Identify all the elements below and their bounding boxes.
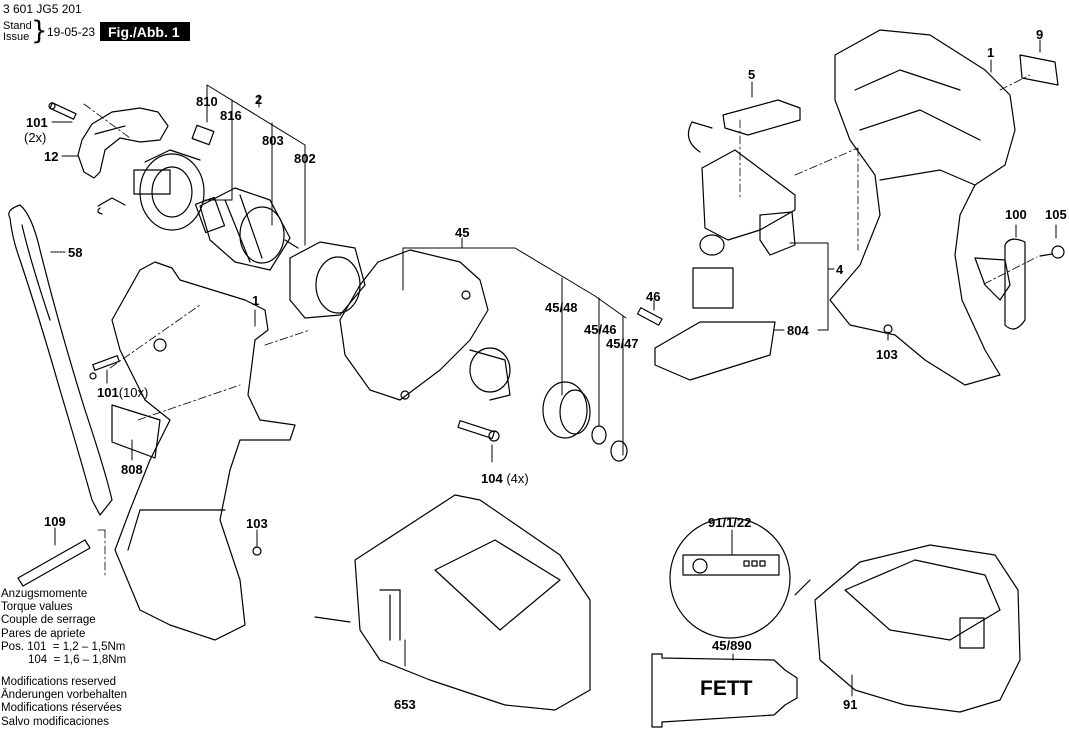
disclaimer-fr: Modifications réservées (1, 702, 122, 715)
torque-pos-101: 101 (27, 640, 47, 653)
callout-2: 2 (255, 92, 263, 107)
torque-heading-en: Torque values (1, 601, 73, 614)
gear-housing-45 (340, 250, 510, 400)
issue-label: Issue (3, 31, 30, 43)
spring-46 (638, 308, 662, 325)
torque-values-note: Anzugsmomente Torque values Couple de se… (1, 588, 126, 667)
callout-9: 9 (1036, 27, 1044, 42)
callout-101-left-number: 101 (97, 385, 119, 400)
label-808 (112, 405, 160, 458)
brace-symbol: } (31, 16, 48, 46)
assembly-centerlines (84, 75, 1037, 575)
callout-802: 802 (294, 151, 316, 166)
cover-12 (78, 108, 168, 178)
callout-101-left-qty: (10x) (118, 385, 149, 400)
callout-104-qty: (4x) (506, 471, 529, 486)
torque-value-101: = 1,2 – 1,5Nm (52, 640, 126, 653)
switch-assembly-4 (655, 122, 795, 380)
callout-109: 109 (44, 514, 66, 529)
callout-804: 804 (787, 323, 809, 338)
label-9 (1020, 55, 1058, 85)
threaded-ring-45-48 (543, 382, 590, 438)
stator-802 (290, 242, 365, 318)
torque-pos-prefix: Pos. (1, 640, 25, 653)
part-number: 3 601 JG5 201 (3, 2, 82, 16)
stand-label: Stand (3, 20, 32, 32)
housing-half-right-1 (830, 30, 1015, 385)
nut-103-left (253, 547, 261, 555)
callout-5: 5 (748, 67, 756, 82)
callout-91-1-22: 91/1/22 (708, 515, 752, 530)
callout-105: 105 (1045, 207, 1067, 222)
nut-103-right (884, 325, 892, 333)
callout-45: 45 (455, 225, 470, 240)
modifications-disclaimer: Modifications reserved Änderungen vorbeh… (1, 676, 127, 729)
screw-105 (1040, 246, 1064, 258)
armature-803 (195, 188, 298, 270)
issue-date: 19-05-23 (47, 25, 96, 39)
battery-91 (815, 545, 1020, 712)
callout-58: 58 (68, 245, 83, 260)
callout-816: 816 (220, 108, 242, 123)
torque-heading-es: Pares de apriete (1, 627, 86, 640)
disclaimer-en: Modifications reserved (1, 676, 117, 688)
brush-holder (134, 150, 204, 230)
callout-12: 12 (44, 149, 59, 164)
callout-1-top: 1 (987, 45, 995, 60)
callout-46: 46 (646, 289, 661, 304)
callout-91: 91 (843, 697, 858, 712)
callout-104-number: 104 (481, 471, 503, 486)
disclaimer-de: Änderungen vorbehalten (1, 689, 127, 702)
callout-803: 803 (262, 133, 284, 148)
torque-row-104: 104 = 1,6 – 1,8Nm (1, 654, 126, 667)
torque-heading-fr: Couple de serrage (1, 614, 96, 627)
callout-45-890: 45/890 (712, 638, 752, 653)
grease-tube-45-890 (652, 654, 797, 727)
callout-45-46: 45/46 (584, 322, 617, 337)
belt-clip-100 (975, 239, 1025, 329)
callout-808: 808 (121, 462, 143, 477)
callout-4: 4 (836, 262, 844, 277)
wrist-strap-58 (9, 205, 112, 515)
ring-45-47 (611, 441, 627, 461)
torque-heading-de: Anzugsmomente (1, 588, 88, 600)
torque-row-101: Pos. 101 = 1,2 – 1,5Nm (1, 641, 126, 654)
screwdriver-bit-109 (18, 540, 90, 586)
disclaimer-es: Salvo modificaciones (1, 715, 110, 728)
screw-101-top (49, 103, 76, 119)
screw-101-left (90, 356, 119, 379)
ring-45-46 (592, 426, 606, 444)
callout-103-left: 103 (246, 516, 268, 531)
callout-101-top-qty: (2x) (24, 130, 47, 145)
callout-101-left: 101(10x) (97, 385, 148, 400)
callout-101-top: 101 (26, 115, 48, 130)
callout-100: 100 (1005, 207, 1027, 222)
clip-part (98, 198, 125, 214)
screw-104 (458, 421, 499, 441)
housing-half-left-1 (112, 262, 295, 640)
torque-value-104: = 1,6 – 1,8Nm (53, 654, 127, 667)
callout-653: 653 (394, 697, 416, 712)
callout-103-right: 103 (876, 347, 898, 362)
brush-810 (192, 125, 214, 144)
callout-810: 810 (196, 94, 218, 109)
callout-1-left: 1 (252, 293, 260, 308)
torque-pos-104: 104 (28, 654, 48, 667)
leader-lines (51, 40, 1056, 696)
charger-653 (315, 495, 590, 710)
callout-45-48: 45/48 (545, 300, 578, 315)
callout-45-47: 45/47 (606, 336, 639, 351)
callout-104: 104 (4x) (481, 471, 529, 486)
detail-magnifier (670, 518, 810, 638)
switch-cover-5 (723, 100, 800, 135)
figure-badge: Fig./Abb. 1 (100, 22, 190, 41)
grease-tube-label: FETT (700, 677, 753, 700)
